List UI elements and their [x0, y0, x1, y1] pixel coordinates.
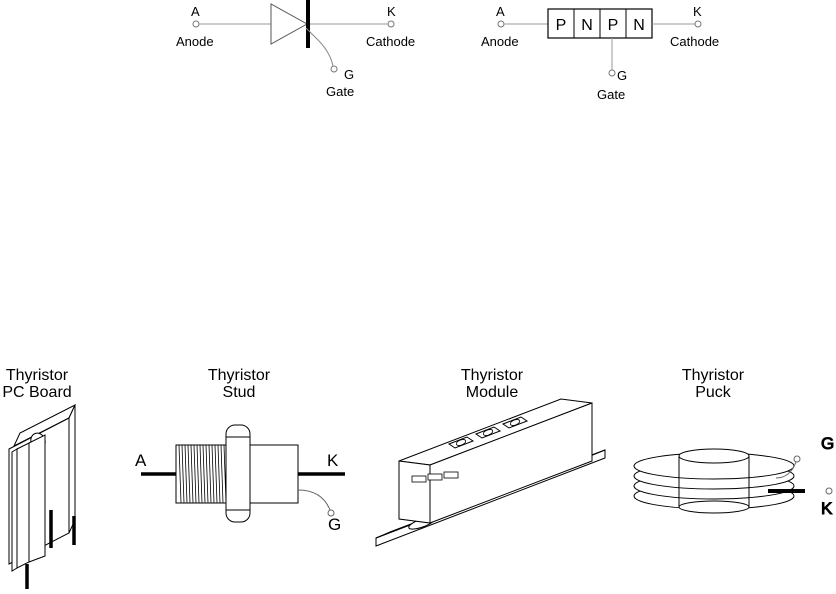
pcboard-package [9, 405, 75, 589]
puck-gate-terminal [794, 456, 800, 462]
pcboard-side [69, 405, 75, 533]
pnpn-layer: N [633, 17, 645, 34]
symbol-cathode-label: Cathode [366, 34, 415, 49]
pnpn-layer: P [556, 17, 567, 34]
puck-bottom-boss [679, 501, 749, 513]
puck-title-line2: Puck [695, 384, 732, 401]
pnpn-cathode-terminal [695, 21, 701, 27]
stud-package: A K G [135, 425, 345, 534]
puck-cathode-terminal [826, 488, 832, 494]
module-package [376, 399, 605, 546]
package-titles: Thyristor PC Board Thyristor Stud Thyris… [2, 367, 744, 401]
symbol-g-letter: G [344, 67, 354, 82]
stud-k-label: K [327, 451, 339, 470]
symbol-a-letter: A [191, 4, 200, 19]
module-gate-terminal [428, 474, 442, 480]
stud-hex-nut [226, 425, 250, 522]
diode-triangle [271, 4, 307, 44]
pcboard-title-line1: Thyristor [6, 367, 69, 384]
pnpn-g-letter: G [617, 68, 627, 83]
puck-package: K G [634, 434, 834, 518]
pnpn-anode-label: Anode [481, 34, 519, 49]
stud-gate-wire [298, 490, 330, 510]
symbol-gate-label: Gate [326, 84, 354, 99]
module-gate-terminal [444, 472, 458, 478]
stud-title-line1: Thyristor [208, 367, 271, 384]
module-title-line1: Thyristor [461, 367, 524, 384]
pnpn-layer: N [581, 17, 593, 34]
stud-title-line2: Stud [223, 384, 256, 401]
module-gate-terminal [412, 476, 426, 482]
pcboard-body [17, 443, 29, 568]
puck-title-line1: Thyristor [682, 367, 745, 384]
pnpn-layer: P [608, 17, 619, 34]
gate-terminal [331, 66, 337, 72]
pcboard-body-edge [12, 449, 17, 571]
module-front [399, 461, 430, 523]
puck-boss-top [679, 449, 749, 463]
pnpn-structure: A Anode P N P N K Cathode G Gate [481, 4, 719, 102]
scr-symbol: A Anode K Cathode G Gate [176, 0, 415, 99]
puck-k-label: K [821, 499, 833, 518]
module-title-line2: Module [466, 384, 519, 401]
stud-a-label: A [135, 451, 147, 470]
stud-g-label: G [328, 515, 341, 534]
anode-terminal [193, 21, 199, 27]
pnpn-gate-label: Gate [597, 87, 625, 102]
pcboard-title-line2: PC Board [2, 384, 71, 401]
symbol-anode-label: Anode [176, 34, 214, 49]
pnpn-gate-terminal [609, 70, 615, 76]
symbol-k-letter: K [387, 4, 396, 19]
gate-wire [306, 28, 333, 66]
pnpn-a-letter: A [496, 4, 505, 19]
cathode-terminal [388, 21, 394, 27]
pcboard-body-face [29, 435, 45, 562]
pnpn-k-letter: K [693, 4, 702, 19]
pnpn-cathode-label: Cathode [670, 34, 719, 49]
stud-body [250, 445, 298, 503]
puck-g-label: G [821, 434, 834, 453]
pnpn-anode-terminal [498, 21, 504, 27]
